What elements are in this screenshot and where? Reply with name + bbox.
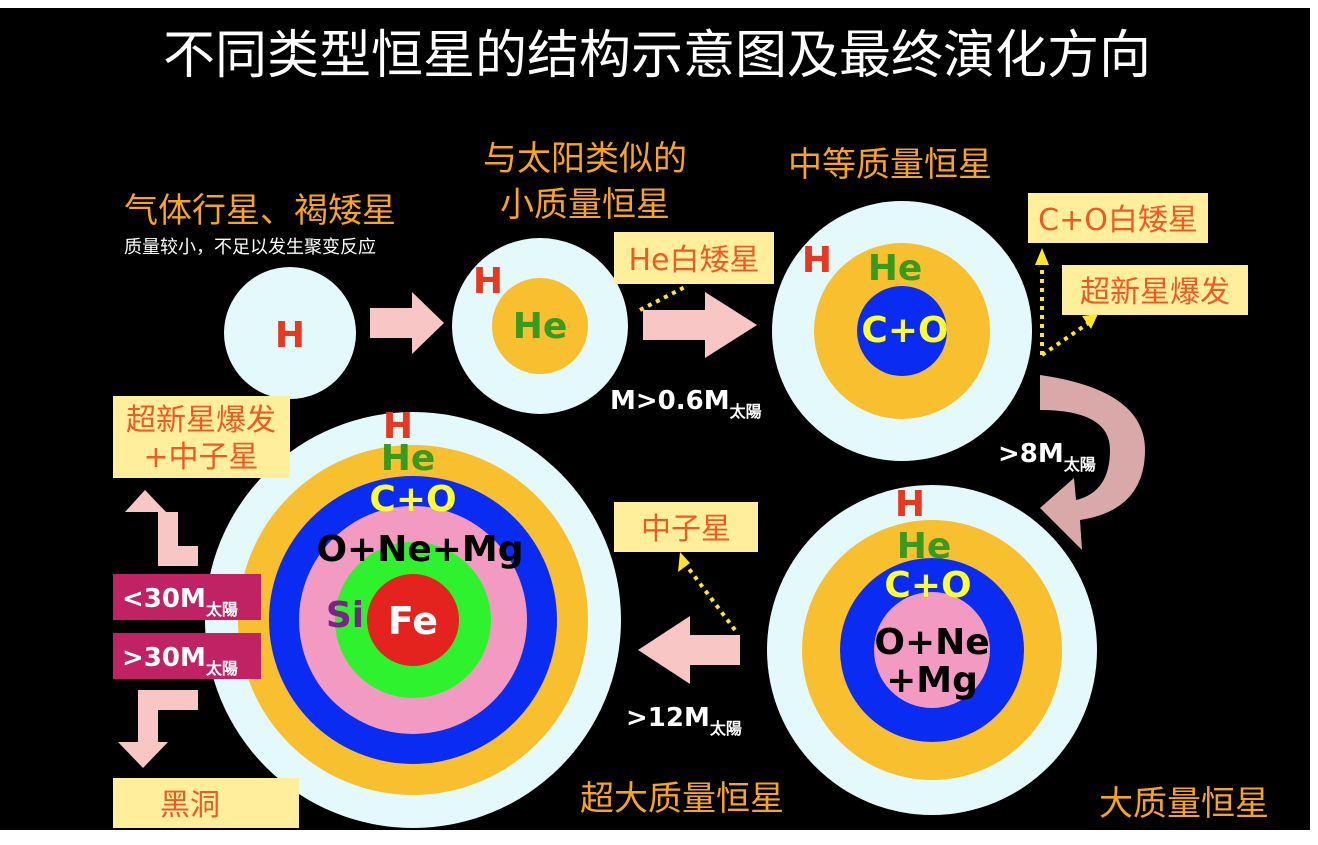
supernova-box [1062,265,1248,315]
he-white-dwarf-label: He白矮星 [628,243,759,278]
massive-co-label: C+O [884,565,971,606]
supermassive-fe-label: Fe [388,599,438,643]
medium-title: 中等质量恒星 [788,145,992,185]
sunlike-title-line1: 与太阳类似的 [483,139,687,179]
neutron-star-box [614,502,758,552]
sunlike-h-label: H [473,261,503,302]
mass-label-gt30: >30M太陽 [122,643,238,678]
dotted-arrowhead-co-white-dwarf [1035,248,1049,265]
arrow-planet-to-sunlike [370,292,444,354]
dotted-to-supernova [1040,320,1092,357]
medium-he-label: He [868,248,923,289]
sunlike-title-line2: 小质量恒星 [500,185,670,225]
planet-note: 质量较小，不足以发生聚变反应 [124,237,376,258]
co-white-dwarf-label: C+O白矮星 [1038,203,1198,238]
supernova-neutron-box [113,396,290,478]
sunlike-helium-core [492,278,588,374]
mass-box-lt30 [113,574,261,620]
arrow-sunlike-to-medium [643,292,757,358]
medium-co-core [857,286,947,376]
supermassive-h-label: H [383,406,413,447]
mass-label-m12: >12M太陽 [626,703,742,738]
supernova-neutron-line2: +中子星 [143,440,258,475]
arrow-massive-to-supermassive [638,616,740,684]
massive-h-label: H [895,484,925,525]
neutron-star-label: 中子星 [641,512,731,547]
mass-label-m8: >8M太陽 [998,439,1096,474]
dotted-arrowhead-supernova [1082,314,1098,329]
co-white-dwarf-box [1028,193,1208,243]
mass-label-lt30: <30M太陽 [122,584,238,619]
massive-onemg-core [874,592,990,708]
supermassive-co-label: C+O [369,479,456,520]
massive-he-label: He [897,526,952,567]
planet-title: 气体行星、褐矮星 [124,191,396,231]
massive-onemg-label-line2: +Mg [886,660,978,701]
massive-onemg-label-line1: O+Ne [874,622,989,663]
supermassive-onemg-label: O+Ne+Mg [316,529,523,570]
supermassive-si-label: Si [326,595,364,636]
arrow-down-to-black-hole [118,690,198,768]
supernova-neutron-line1: 超新星爆发 [126,403,276,438]
black-hole-box [113,778,299,828]
massive-title: 大质量恒星 [1099,784,1269,824]
page-title: 不同类型恒星的结构示意图及最终演化方向 [163,26,1151,86]
sunlike-he-label: He [513,306,568,347]
curved-arrow-medium-to-massive [1040,375,1145,550]
planet-circle [224,267,356,399]
arrow-up-to-supernova-neutron [125,490,198,566]
supernova-label: 超新星爆发 [1080,275,1230,310]
supermassive-he-label: He [381,438,436,479]
mass-label-m06: M>0.6M太陽 [610,386,762,421]
dotted-arrowhead-neutron-star [678,552,690,572]
black-hole-label: 黑洞 [160,788,220,823]
supermassive-title: 超大质量恒星 [580,779,784,819]
he-white-dwarf-box [614,232,774,284]
planet-h-label: H [275,315,305,356]
mass-box-gt30 [113,633,261,679]
medium-h-label: H [802,240,832,281]
supermassive-fe-core [367,574,459,666]
medium-co-label: C+O [861,310,948,351]
